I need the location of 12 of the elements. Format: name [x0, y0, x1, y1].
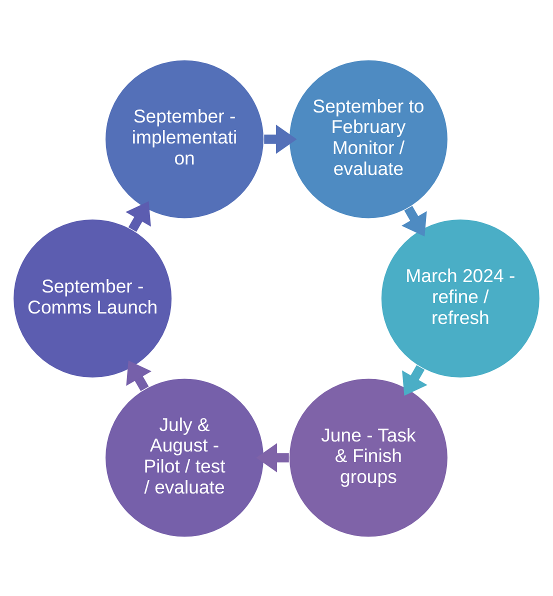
arrow	[402, 205, 427, 236]
arrow	[256, 442, 289, 472]
node-circle: March 2024 - refine / refresh	[380, 218, 541, 378]
node-circle: September to February Monitor / evaluate	[288, 58, 449, 219]
arrow	[402, 364, 428, 396]
arrow	[264, 124, 297, 154]
node-circle: September - implementation	[104, 58, 265, 219]
node-circle: June - Task & Finish groups	[288, 377, 449, 538]
node-circle: July & August - Pilot / test / evaluate	[104, 377, 265, 538]
arrow	[126, 200, 151, 232]
node-circle: September - Comms Launch	[12, 218, 173, 378]
arrow	[126, 360, 152, 391]
